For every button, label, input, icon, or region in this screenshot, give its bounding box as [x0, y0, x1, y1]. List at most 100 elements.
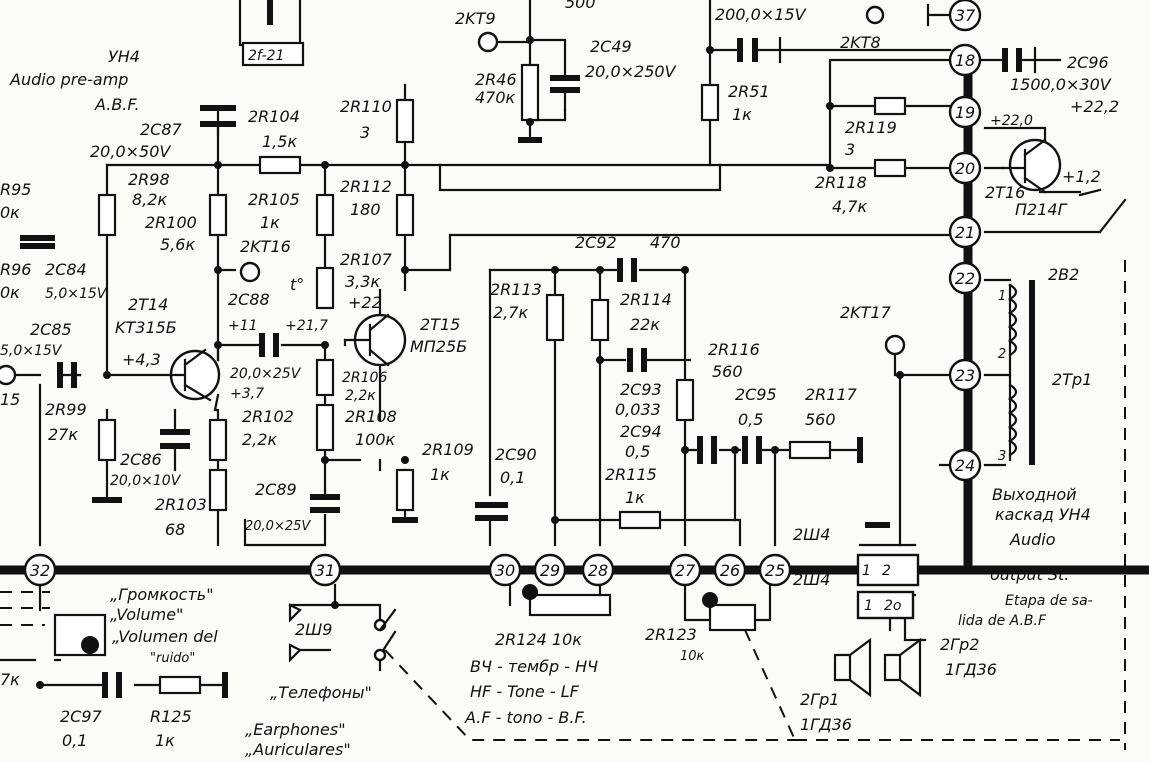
label-vol-es: „Volumen del: [112, 627, 218, 646]
capacitor-c95: [742, 436, 762, 464]
dashed-linkages: [0, 260, 1126, 750]
label-sh4-a: 2Ш4: [793, 525, 830, 544]
label-t14: 2T14: [128, 295, 168, 314]
speaker-gr2: [883, 637, 922, 698]
label-r107-val: 3,3к: [345, 272, 380, 291]
label-v37: +3,7: [230, 386, 264, 402]
terminal-27: 27: [668, 553, 702, 587]
resistor-r109: [395, 468, 415, 512]
resistor-r118: [873, 158, 907, 178]
label-c87-val: 20,0×50V: [90, 142, 171, 161]
label-sw-1b: 1: [864, 598, 873, 614]
label-gr1-val: 1ГД36: [800, 715, 852, 734]
transformer-tr1: [1007, 280, 1035, 465]
test-point-kt9: [477, 31, 499, 53]
label-coil-1: 1: [998, 289, 1006, 304]
svg-text:28: 28: [588, 561, 608, 580]
label-c96-val: 1500,0×30V: [1010, 75, 1112, 94]
resistor-r46: [520, 63, 540, 122]
capacitor-c90: [475, 502, 508, 521]
label-t16: 2T16: [985, 183, 1025, 202]
label-v12: +1,2: [1062, 167, 1101, 186]
capacitor-c94: [697, 436, 717, 464]
transistor-t15: [343, 313, 407, 367]
junctions: [36, 36, 904, 689]
resistor-r102: [208, 418, 228, 462]
label-v220: +22,0: [990, 113, 1033, 129]
capacitor-c97: [102, 672, 122, 698]
label-v11: +11: [228, 318, 258, 334]
svg-text:32: 32: [30, 561, 50, 580]
capacitor-top: [737, 38, 758, 62]
terminal-29: 29: [533, 553, 567, 587]
label-tone-en: HF - Tone - LF: [470, 682, 580, 701]
terminal-25: 25: [758, 553, 792, 587]
label-tr1: 2Тр1: [1052, 370, 1092, 389]
resistor-r115: [618, 510, 662, 530]
resistor-r116: [675, 378, 695, 422]
label-sw-1: 1: [862, 563, 871, 579]
label-r96: R96: [0, 260, 31, 279]
terminal-19: 19: [948, 95, 982, 129]
svg-text:21: 21: [955, 223, 975, 242]
svg-text:30: 30: [495, 561, 515, 580]
resistor-r108: [315, 403, 335, 452]
svg-text:22: 22: [955, 269, 975, 288]
label-r98-val: 8,2к: [132, 190, 167, 209]
label-coil-3: 3: [998, 449, 1006, 464]
svg-text:19: 19: [955, 103, 975, 122]
label-kt8: 2KT8: [840, 33, 881, 52]
pot-r124: [528, 593, 612, 617]
label-kt17: 2KT17: [840, 303, 892, 322]
label-tel-ru: „Телефоны": [270, 683, 372, 702]
label-c95-val: 0,5: [738, 410, 763, 429]
label-sw-2b: 2о: [884, 598, 901, 614]
capacitors: [20, 36, 1037, 698]
label-r102: 2R102: [242, 407, 294, 426]
grounds: [92, 0, 890, 698]
resistors: [53, 63, 907, 695]
terminal-21: 21: [948, 215, 982, 249]
label-vol-ru: „Громкость": [110, 585, 214, 604]
transistor-t14: [168, 348, 221, 402]
resistor-r114: [590, 298, 610, 342]
resistor-r110: [395, 98, 415, 144]
svg-text:27: 27: [675, 561, 696, 580]
label-r106: 2R106: [342, 370, 387, 386]
label-r108: 2R108: [345, 407, 397, 426]
svg-text:29: 29: [540, 561, 560, 580]
label-r100: 2R100: [145, 213, 197, 232]
label-c88: 2C88: [228, 290, 270, 309]
label-r109-val: 1к: [430, 465, 450, 484]
label-c95: 2C95: [735, 385, 777, 404]
label-r124: 2R124 10к: [495, 630, 582, 649]
resistor-r51: [700, 83, 720, 122]
svg-text:37: 37: [955, 6, 976, 25]
label-r51: 2R51: [728, 82, 770, 101]
label-r114-val: 22к: [630, 315, 660, 334]
label-c85-val: 5,0×15V: [0, 343, 63, 359]
label-r96-val: 0к: [0, 283, 20, 302]
label-r125: R125: [150, 707, 192, 726]
ground-bus: [0, 60, 1149, 575]
label-r105: 2R105: [248, 190, 300, 209]
test-point-kt17: [884, 334, 906, 356]
label-gr1: 2Гр1: [800, 690, 839, 709]
label-v217: +21,7: [285, 318, 328, 334]
label-r46: 2R46: [475, 70, 517, 89]
label-c86-val: 20,0×10V: [110, 473, 182, 489]
resistor-r99: [97, 418, 117, 462]
terminal-28: 28: [581, 553, 615, 587]
label-r112-val: 180: [350, 200, 381, 219]
label-c93: 2C93: [620, 380, 662, 399]
label-r106-val: 2,2к: [345, 388, 376, 404]
capacitor-c86: [160, 429, 190, 449]
label-coil-2: 2: [998, 347, 1006, 362]
terminal-24: 24: [948, 448, 982, 482]
label-c94: 2C94: [620, 422, 662, 441]
capacitor-c88: [259, 333, 279, 357]
label-r116-val: 560: [712, 362, 743, 381]
label-c92-val: 470: [650, 233, 681, 252]
resistor-r112: [395, 193, 415, 237]
label-r104: 2R104: [248, 107, 300, 126]
